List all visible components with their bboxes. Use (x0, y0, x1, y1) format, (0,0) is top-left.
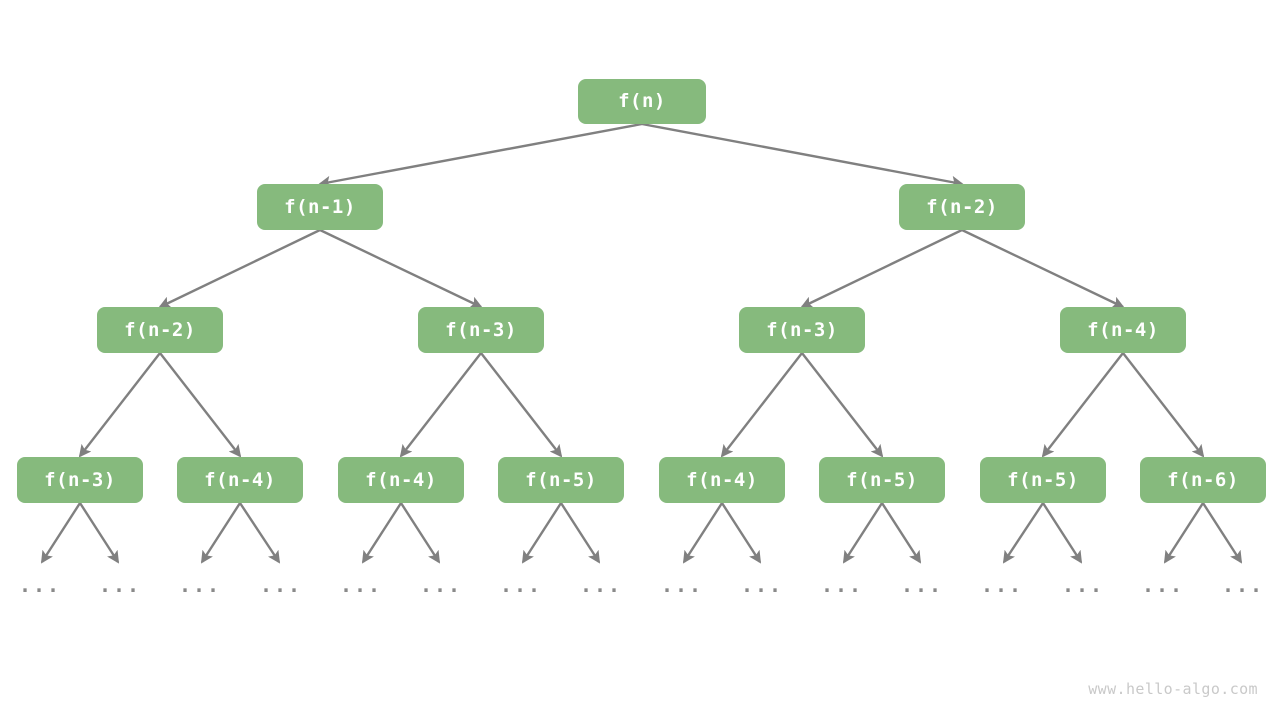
ellipsis-marker: ... (178, 573, 222, 597)
ellipsis-marker: ... (900, 573, 944, 597)
tree-edge (559, 502, 601, 564)
ellipsis-marker: ... (499, 573, 543, 597)
ellipsis-marker: ... (1141, 573, 1185, 597)
tree-node-level-0-0: f(n) (578, 78, 706, 124)
watermark: www.hello-algo.com (1088, 680, 1258, 698)
tree-edge (399, 352, 482, 458)
tree-edge (641, 122, 964, 189)
tree-node-level-3-5: f(n-5) (819, 457, 945, 503)
tree-edge (1122, 352, 1205, 458)
tree-node-level-2-2: f(n-3) (739, 307, 865, 353)
tree-node-level-3-1: f(n-4) (177, 457, 303, 503)
tree-node-level-3-7: f(n-6) (1140, 457, 1266, 503)
tree-node-level-3-0: f(n-3) (17, 457, 143, 503)
tree-edge (1002, 502, 1045, 564)
tree-edge (961, 228, 1125, 309)
tree-node-level-2-1: f(n-3) (418, 307, 544, 353)
ellipsis-marker: ... (18, 573, 62, 597)
tree-edge (1201, 502, 1243, 564)
tree-edge (319, 228, 483, 309)
tree-edge (1041, 502, 1083, 564)
tree-edge (200, 502, 242, 564)
ellipsis-marker: ... (1061, 573, 1105, 597)
tree-node-level-3-4: f(n-4) (659, 457, 785, 503)
tree-node-level-3-2: f(n-4) (338, 457, 464, 503)
tree-edge (521, 502, 563, 564)
tree-edge (40, 502, 82, 564)
ellipsis-marker: ... (259, 573, 303, 597)
tree-edge (800, 228, 963, 309)
ellipsis-marker: ... (419, 573, 463, 597)
ellipsis-marker: ... (339, 573, 383, 597)
ellipsis-marker: ... (660, 573, 704, 597)
ellipsis-marker: ... (98, 573, 142, 597)
tree-node-level-3-3: f(n-5) (498, 457, 624, 503)
tree-edge (158, 228, 321, 309)
ellipsis-marker: ... (1221, 573, 1265, 597)
tree-edge (880, 502, 922, 564)
tree-edge (1163, 502, 1205, 564)
tree-edge (720, 352, 803, 458)
tree-node-level-1-0: f(n-1) (257, 184, 383, 230)
tree-edge (720, 502, 762, 564)
tree-node-level-2-3: f(n-4) (1060, 307, 1186, 353)
tree-node-level-2-0: f(n-2) (97, 307, 223, 353)
ellipsis-marker: ... (579, 573, 623, 597)
tree-node-level-3-6: f(n-5) (980, 457, 1106, 503)
tree-edge (399, 502, 441, 564)
ellipsis-marker: ... (820, 573, 864, 597)
tree-edge (78, 502, 120, 564)
tree-edge (1041, 352, 1124, 458)
tree-edge (842, 502, 884, 564)
tree-edge (801, 352, 884, 458)
tree-edge (238, 502, 281, 564)
ellipsis-marker: ... (980, 573, 1024, 597)
tree-edge (318, 122, 643, 189)
tree-edge (78, 352, 161, 458)
tree-edge (361, 502, 403, 564)
ellipsis-marker: ... (740, 573, 784, 597)
tree-node-level-1-1: f(n-2) (899, 184, 1025, 230)
tree-edge (682, 502, 724, 564)
tree-edge (480, 352, 563, 458)
tree-edge (159, 352, 242, 458)
